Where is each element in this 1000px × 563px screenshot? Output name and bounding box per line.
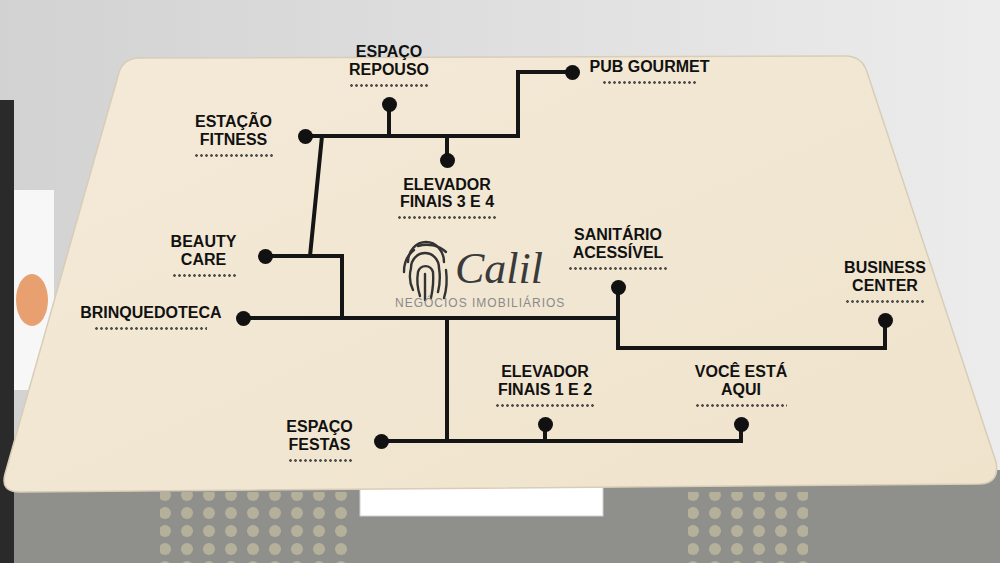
- location-node: BUSINESS CENTER: [835, 259, 935, 327]
- poster-hands: [16, 274, 48, 326]
- location-dot: [298, 129, 313, 144]
- location-label: ESPAÇO FESTAS: [280, 418, 360, 463]
- label-text: PUB GOURMET: [590, 58, 710, 76]
- location-dot: [236, 311, 251, 326]
- location-node: ESTAÇÃO FITNESS: [184, 113, 313, 158]
- braille-dots: [194, 153, 274, 159]
- braille-dots: [495, 403, 595, 409]
- label-text: VOCÊ ESTÁ AQUI: [684, 363, 799, 398]
- location-label: ELEVADOR FINAIS 3 E 4: [385, 176, 510, 221]
- braille-dots: [349, 83, 429, 89]
- sign-panel: [4, 56, 997, 492]
- location-node: SANITÁRIO ACESSÍVEL: [556, 226, 681, 294]
- location-node: BEAUTY CARE: [164, 233, 273, 278]
- location-node: ESPAÇO REPOUSO: [339, 43, 439, 111]
- label-text: ESTAÇÃO FITNESS: [184, 113, 284, 148]
- location-node: VOCÊ ESTÁ AQUI: [684, 363, 799, 431]
- location-node: ELEVADOR FINAIS 3 E 4: [385, 153, 510, 221]
- route-line: [545, 424, 741, 441]
- tactile-floor: [688, 492, 808, 563]
- braille-dots: [94, 326, 207, 332]
- location-dot: [611, 280, 626, 295]
- location-dot: [734, 417, 749, 432]
- poster-frame: [0, 100, 14, 563]
- location-node: PUB GOURMET: [565, 58, 710, 86]
- location-label: VOCÊ ESTÁ AQUI: [684, 363, 799, 408]
- location-node: BRINQUEDOTECA: [80, 304, 250, 332]
- label-text: ELEVADOR FINAIS 1 E 2: [483, 363, 608, 398]
- location-dot: [440, 153, 455, 168]
- route-line: [381, 424, 545, 441]
- route-line: [243, 256, 342, 318]
- location-dot: [374, 434, 389, 449]
- label-text: ESPAÇO FESTAS: [280, 418, 360, 453]
- location-dot: [538, 417, 553, 432]
- label-text: ELEVADOR FINAIS 3 E 4: [385, 176, 510, 211]
- location-label: BEAUTY CARE: [164, 233, 244, 278]
- location-dot: [565, 65, 580, 80]
- location-node: ESPAÇO FESTAS: [280, 418, 389, 463]
- route-line: [265, 136, 322, 256]
- label-text: BEAUTY CARE: [164, 233, 244, 268]
- route-line: [618, 287, 885, 348]
- braille-dots: [288, 458, 352, 464]
- braille-dots: [602, 80, 698, 86]
- route-line: [305, 72, 572, 136]
- label-text: BUSINESS CENTER: [835, 259, 935, 294]
- braille-dots: [845, 299, 925, 305]
- location-label: BUSINESS CENTER: [835, 259, 935, 304]
- watermark-subtitle: NEGÓCIOS IMOBILIÁRIOS: [395, 297, 565, 309]
- label-text: ESPAÇO REPOUSO: [339, 43, 439, 78]
- location-label: PUB GOURMET: [590, 58, 710, 86]
- location-label: ESPAÇO REPOUSO: [339, 43, 439, 88]
- route-line: [243, 287, 618, 318]
- braille-dots: [397, 215, 497, 221]
- location-label: ESTAÇÃO FITNESS: [184, 113, 284, 158]
- watermark-logo: Calil: [455, 247, 543, 291]
- braille-dots: [695, 403, 787, 409]
- location-dot: [878, 313, 893, 328]
- location-node: ELEVADOR FINAIS 1 E 2: [483, 363, 608, 431]
- location-dot: [258, 249, 273, 264]
- braille-dots: [172, 273, 236, 279]
- label-text: SANITÁRIO ACESSÍVEL: [556, 226, 681, 261]
- fingerprint-logo: [404, 242, 447, 300]
- location-label: SANITÁRIO ACESSÍVEL: [556, 226, 681, 271]
- location-label: BRINQUEDOTECA: [80, 304, 221, 332]
- tactile-floor: [160, 492, 350, 563]
- location-dot: [382, 97, 397, 112]
- location-label: ELEVADOR FINAIS 1 E 2: [483, 363, 608, 408]
- route-line: [305, 136, 447, 160]
- route-line: [305, 104, 389, 136]
- label-text: BRINQUEDOTECA: [80, 304, 221, 322]
- braille-dots: [568, 266, 668, 272]
